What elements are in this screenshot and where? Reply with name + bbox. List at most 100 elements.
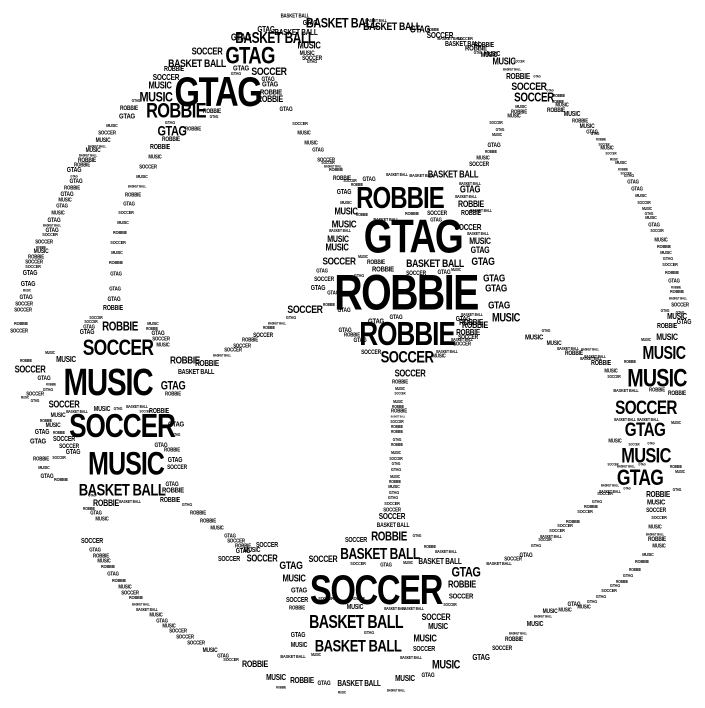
cloud-word: GTAG (368, 316, 384, 326)
cloud-word: MUSIC (642, 206, 652, 212)
cloud-word: BASKET BALL (390, 414, 406, 419)
cloud-word: MUSIC (451, 267, 461, 273)
cloud-word: MUSIC (51, 210, 65, 217)
cloud-word: SOCCER (394, 391, 406, 396)
cloud-word: GTAG (660, 308, 670, 314)
cloud-word: MUSIC (148, 154, 162, 161)
cloud-word: ROBBIE (129, 595, 143, 601)
cloud-word: BASKET BALL (455, 194, 477, 200)
cloud-word: SOCCER (15, 301, 33, 308)
cloud-word: ROBBIE (263, 325, 275, 331)
cloud-word: GTAG (69, 178, 83, 186)
cloud-word: GTAG (533, 74, 541, 79)
cloud-word: ROBBIE (391, 442, 403, 448)
cloud-word: ROBBIE (46, 382, 56, 387)
cloud-word: BASKET BALL (78, 480, 166, 500)
cloud-word: MUSIC (58, 197, 72, 204)
cloud-word: SOCCER (253, 332, 273, 340)
cloud-word: SOCCER (121, 590, 139, 597)
cloud-word: MUSIC (22, 288, 32, 293)
cloud-word: GTAG (421, 672, 435, 680)
cloud-word: BASKET BALL (470, 208, 492, 214)
cloud-word: SOCCER (390, 419, 404, 425)
cloud-word: MUSIC (334, 206, 358, 218)
cloud-word: SOCCER (607, 374, 621, 380)
cloud-word: SOCCER (139, 409, 151, 414)
cloud-word: SOCCER (191, 46, 223, 58)
cloud-word: GTAG (627, 179, 639, 186)
cloud-word: MUSIC (428, 621, 448, 632)
cloud-word: ROBBIE (170, 354, 200, 367)
cloud-word: SOCCER (454, 222, 482, 233)
cloud-word: BASKET BALL (613, 388, 639, 394)
cloud-word: GTAG (209, 114, 219, 120)
cloud-word: ROBBIE (648, 536, 666, 544)
cloud-word: BASKET BALL (337, 678, 381, 689)
cloud-word: MUSIC (282, 573, 306, 585)
cloud-word: ROBBIE (203, 108, 221, 116)
cloud-word: GTAG (60, 191, 74, 199)
cloud-word: BASKET BALL (386, 172, 408, 178)
cloud-word: BASKET BALL (637, 417, 659, 423)
cloud-word: ROBBIE (185, 126, 201, 133)
cloud-word: GTAG (230, 71, 242, 77)
cloud-word: MUSIC (432, 353, 446, 360)
cloud-word: GTAG (157, 122, 187, 139)
cloud-word: SOCCER (383, 507, 401, 514)
cloud-word: GTAG (316, 268, 328, 275)
cloud-word: GTAG (113, 406, 123, 412)
cloud-word: SOCCER (426, 30, 454, 41)
cloud-word: MUSIC (393, 399, 403, 405)
cloud-word: ROBBIE (164, 65, 184, 73)
cloud-word: MUSIC (20, 395, 30, 400)
cloud-word: GTAG (623, 486, 631, 491)
cloud-word: MUSIC (469, 235, 491, 246)
cloud-word: SOCCER (302, 55, 322, 63)
cloud-word: SOCCER (646, 507, 666, 515)
cloud-word: BASKET BALL (584, 354, 606, 360)
cloud-word: MUSIC (210, 525, 224, 532)
cloud-word: SOCCER (384, 501, 400, 507)
cloud-word: BASKET BALL (305, 14, 379, 31)
cloud-word: MUSIC (641, 337, 651, 343)
cloud-word: ROBBIE (356, 180, 445, 216)
cloud-word: SOCCER (448, 591, 474, 601)
cloud-word: ROBBIE (356, 212, 368, 218)
cloud-word: GTAG (257, 24, 275, 35)
cloud-word: ROBBIE (146, 326, 158, 332)
cloud-word: MUSIC (93, 405, 111, 413)
cloud-word: ROBBIE (427, 27, 439, 33)
cloud-word: ROBBIE (109, 260, 123, 266)
cloud-word: SOCCER (421, 611, 451, 622)
cloud-word: SOCCER (344, 536, 368, 544)
cloud-word: MUSIC (202, 647, 218, 655)
cloud-word: SOCCER (538, 537, 552, 543)
cloud-word: ROBBIE (162, 136, 180, 144)
cloud-word: GTAG (623, 173, 635, 179)
cloud-word: BASKET BALL (119, 499, 141, 505)
cloud-word: BASKET BALL (599, 489, 621, 495)
cloud-word: GTAG (30, 398, 40, 404)
cloud-word: GTAG (90, 510, 102, 517)
cloud-word: MUSIC (645, 215, 657, 221)
cloud-word: BASKET BALL (435, 549, 457, 555)
cloud-word: ROBBIE (458, 198, 484, 209)
cloud-word: BASKET BALL (66, 409, 88, 415)
cloud-word: ROBBIE (565, 350, 583, 358)
cloud-word: GTAG (109, 286, 121, 293)
cloud-word: SOCCER (361, 349, 381, 357)
cloud-word: BASKET BALL (309, 611, 403, 632)
cloud-word: GTAG (168, 419, 184, 429)
cloud-word: BASKET BALL (323, 164, 343, 169)
cloud-word: SOCCER (82, 334, 154, 360)
cloud-word: MUSIC (391, 450, 401, 456)
cloud-word: ROBBIE (190, 510, 206, 517)
cloud-word: SOCCER (598, 142, 610, 147)
cloud-word: BASKET BALL (402, 606, 424, 612)
cloud-word: ROBBIE (359, 315, 456, 353)
cloud-word: ROBBIE (367, 259, 385, 267)
cloud-word: SOCCER (152, 336, 170, 343)
cloud-word: ROBBIE (195, 358, 219, 369)
cloud-word: MUSIC (311, 652, 321, 658)
cloud-word: GTAG (181, 502, 193, 508)
